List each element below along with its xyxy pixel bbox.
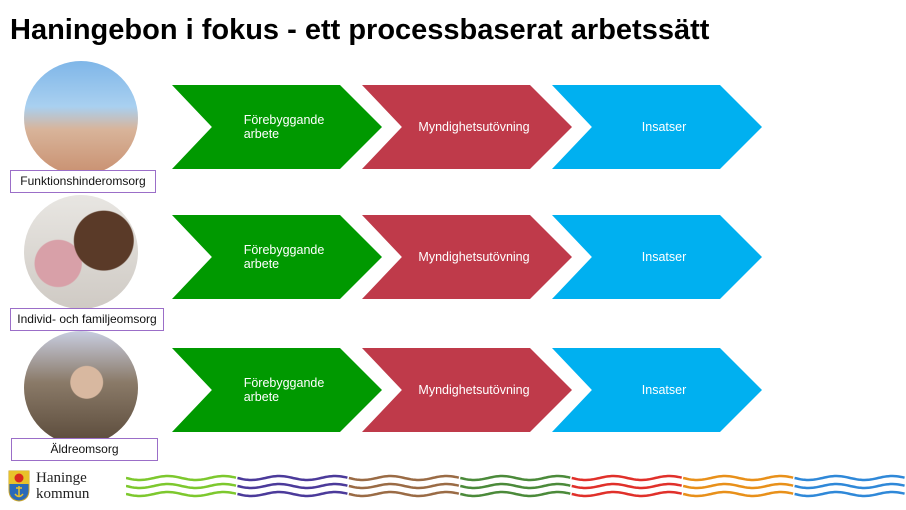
- step-label: Förebyggande arbete: [243, 376, 325, 404]
- step-label: Myndighetsutövning: [418, 383, 530, 397]
- step-label: Förebyggande arbete: [243, 243, 325, 271]
- step-label: Insatser: [641, 383, 687, 397]
- wave-line: [682, 482, 794, 490]
- wave-line: [348, 474, 460, 482]
- category-label: Funktionshinderomsorg: [10, 170, 156, 193]
- step-insatser: Insatser: [552, 215, 762, 299]
- step-forebyggande: Förebyggande arbete: [172, 215, 382, 299]
- step-myndighetsutovning: Myndighetsutövning: [362, 85, 572, 169]
- photo-elderly-couple: [24, 331, 138, 445]
- wave-line: [237, 490, 348, 498]
- wave-decoration: [126, 474, 905, 498]
- photo-father-child: [24, 195, 138, 309]
- step-label: Insatser: [641, 120, 687, 134]
- photo-child-dandelion: [24, 61, 138, 175]
- wave-line: [237, 474, 348, 482]
- wave-line: [682, 474, 794, 482]
- category-label: Individ- och familjeomsorg: [10, 308, 164, 331]
- wave-line: [126, 482, 237, 490]
- wave-line: [460, 474, 571, 482]
- coat-of-arms-icon: [8, 470, 30, 502]
- wave-line: [237, 482, 348, 490]
- step-myndighetsutovning: Myndighetsutövning: [362, 215, 572, 299]
- step-label: Förebyggande arbete: [243, 113, 325, 141]
- logo-line1: Haninge: [36, 470, 87, 486]
- wave-line: [682, 490, 794, 498]
- step-label: Myndighetsutövning: [418, 120, 530, 134]
- wave-line: [348, 482, 460, 490]
- logo-line2: kommun: [36, 486, 90, 502]
- wave-line: [794, 482, 905, 490]
- wave-line: [794, 490, 905, 498]
- category-label: Äldreomsorg: [11, 438, 158, 461]
- step-forebyggande: Förebyggande arbete: [172, 85, 382, 169]
- step-label: Insatser: [641, 250, 687, 264]
- wave-line: [794, 474, 905, 482]
- step-insatser: Insatser: [552, 85, 762, 169]
- step-insatser: Insatser: [552, 348, 762, 432]
- wave-line: [126, 490, 237, 498]
- wave-line: [460, 490, 571, 498]
- step-myndighetsutovning: Myndighetsutövning: [362, 348, 572, 432]
- wave-line: [460, 482, 571, 490]
- step-label: Myndighetsutövning: [418, 250, 530, 264]
- wave-line: [348, 490, 460, 498]
- wave-line: [126, 474, 237, 482]
- wave-line: [571, 490, 683, 498]
- page-title: Haningebon i fokus - ett processbaserat …: [10, 14, 710, 46]
- wave-line: [571, 474, 683, 482]
- wave-line: [571, 482, 683, 490]
- step-forebyggande: Förebyggande arbete: [172, 348, 382, 432]
